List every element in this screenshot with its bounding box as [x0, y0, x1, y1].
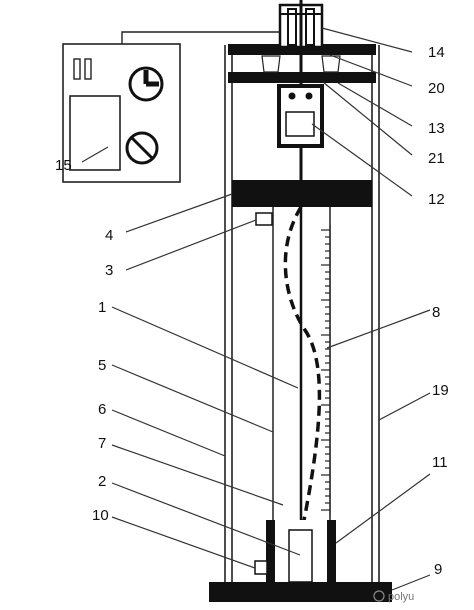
watermark-icon: [373, 590, 385, 602]
label-7: 7: [98, 435, 106, 452]
sensor-box: [277, 84, 324, 148]
lower-side-sensor: [254, 560, 268, 575]
left-bracket: [261, 55, 281, 73]
label-9: 9: [434, 561, 442, 578]
deflected-wire: [283, 206, 322, 541]
base-plate: [209, 582, 392, 602]
label-10: 10: [92, 507, 109, 524]
label-15: 15: [55, 157, 72, 174]
label-1: 1: [98, 299, 106, 316]
label-3: 3: [105, 262, 113, 279]
side-sensor: [255, 212, 273, 226]
label-6: 6: [98, 401, 106, 418]
label-2: 2: [98, 473, 106, 490]
label-13: 13: [428, 120, 445, 137]
label-14: 14: [428, 44, 445, 61]
outer-frame: [224, 45, 380, 582]
label-11: 11: [432, 454, 448, 471]
watermark-text: polyu: [388, 591, 414, 603]
scale-ruler: [321, 225, 331, 515]
label-8: 8: [432, 304, 440, 321]
lower-holder: [266, 520, 336, 583]
label-21: 21: [428, 150, 445, 167]
label-19: 19: [432, 382, 449, 399]
label-5: 5: [98, 357, 106, 374]
label-12: 12: [428, 191, 445, 208]
label-4: 4: [105, 227, 113, 244]
leader-lines: [81, 27, 431, 591]
control-cable: [121, 31, 280, 44]
label-20: 20: [428, 80, 445, 97]
controller-box: [62, 43, 181, 183]
